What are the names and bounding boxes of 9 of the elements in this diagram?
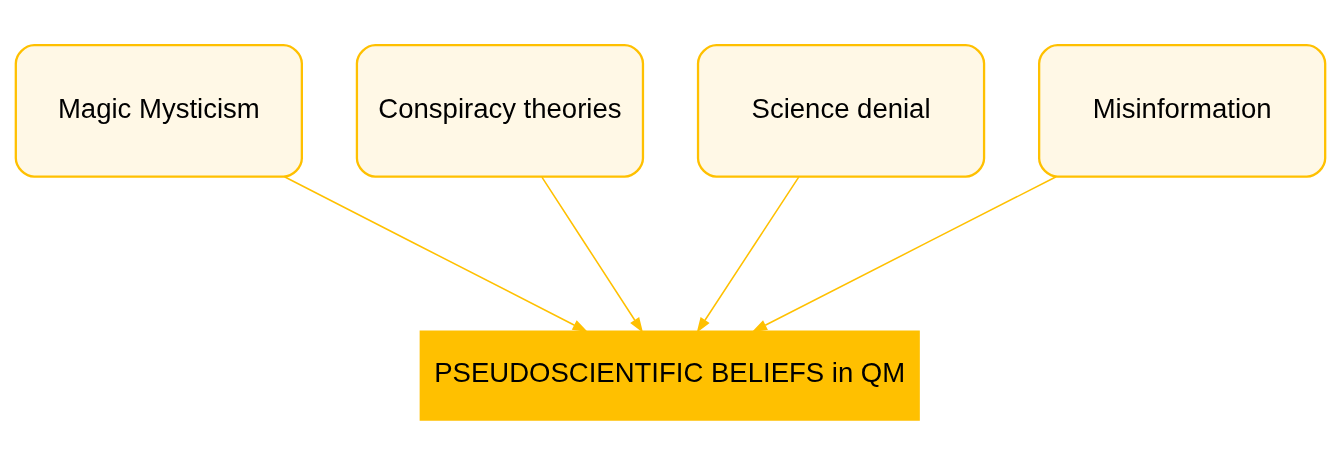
arrow: [283, 175, 588, 332]
arrow: [541, 175, 644, 333]
arrow: [696, 175, 800, 333]
node-box: PSEUDOSCIENTIFIC BELIEFS in QM: [419, 329, 920, 421]
node-box: Science denial: [696, 43, 986, 178]
node-box: Magic Mysticism: [14, 43, 303, 178]
arrow: [751, 175, 1057, 332]
node-box: Conspiracy theories: [355, 43, 645, 178]
node-box: Misinformation: [1038, 43, 1327, 178]
